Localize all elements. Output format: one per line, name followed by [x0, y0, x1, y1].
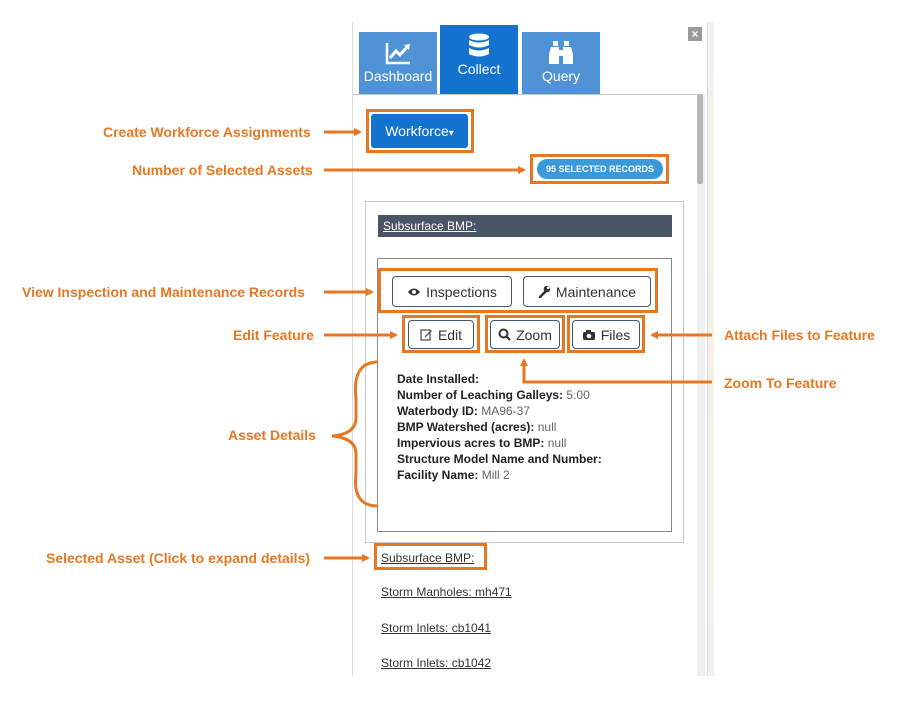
- eye-icon: [408, 288, 421, 295]
- wrench-icon: [538, 285, 551, 298]
- detail-facility-name: Facility Name: Mill 2: [397, 468, 510, 482]
- annotation-create-workforce: Create Workforce Assignments: [103, 124, 311, 140]
- asset-link-storm-manhole[interactable]: Storm Manholes: mh471: [381, 585, 512, 599]
- workforce-label: Workforce: [385, 123, 449, 139]
- tab-dashboard[interactable]: Dashboard: [359, 32, 437, 94]
- close-icon[interactable]: ×: [688, 27, 702, 41]
- detail-value: MA96-37: [481, 404, 530, 418]
- annotation-edit-feature: Edit Feature: [233, 327, 314, 343]
- highlight-zoom: [485, 315, 565, 353]
- tab-query[interactable]: Query: [522, 32, 600, 94]
- detail-label: Waterbody ID:: [397, 404, 478, 418]
- edit-button[interactable]: Edit: [408, 320, 474, 349]
- annotation-view-records: View Inspection and Maintenance Records: [22, 284, 305, 300]
- highlight-selected-asset: [374, 543, 487, 570]
- detail-bmp-watershed: BMP Watershed (acres): null: [397, 420, 556, 434]
- map-background: [706, 22, 714, 676]
- database-icon: [469, 33, 489, 57]
- detail-label: Facility Name:: [397, 468, 479, 482]
- annotation-attach-files: Attach Files to Feature: [724, 327, 875, 343]
- inspections-button[interactable]: Inspections: [392, 276, 512, 307]
- maintenance-button[interactable]: Maintenance: [523, 276, 651, 307]
- annotation-asset-details: Asset Details: [228, 427, 316, 443]
- scrollbar-thumb[interactable]: [697, 94, 703, 184]
- chevron-down-icon: ▾: [448, 128, 454, 139]
- edit-label: Edit: [437, 326, 463, 343]
- asset-link-storm-inlet-1041[interactable]: Storm Inlets: cb1041: [381, 621, 492, 635]
- detail-value: Mill 2: [481, 468, 510, 482]
- asset-link-subsurface-bmp[interactable]: Subsurface BMP:: [381, 551, 475, 565]
- tab-collect[interactable]: Collect: [440, 25, 518, 94]
- detail-label: Number of Leaching Galleys:: [397, 388, 564, 402]
- asset-link-storm-inlet-1042[interactable]: Storm Inlets: cb1042: [381, 656, 492, 670]
- detail-value: 5.00: [566, 388, 590, 402]
- edit-icon: [420, 329, 432, 341]
- detail-label: BMP Watershed (acres):: [397, 420, 535, 434]
- highlight-workforce: [366, 109, 474, 153]
- scrollbar-track[interactable]: [697, 94, 705, 676]
- inspections-label: Inspections: [426, 283, 497, 300]
- annotation-selected-asset: Selected Asset (Click to expand details): [46, 550, 311, 566]
- highlight-badge: [530, 154, 669, 184]
- detail-label: Structure Model Name and Number:: [397, 452, 602, 466]
- asset-details-box: [377, 258, 672, 532]
- asset-header-label: Subsurface BMP:: [383, 219, 477, 233]
- selected-records-badge: 95 SELECTED RECORDS: [537, 159, 663, 179]
- highlight-records: [378, 268, 658, 313]
- detail-label: Date Installed:: [397, 372, 480, 386]
- panel-divider: [353, 94, 697, 95]
- tab-label: Query: [541, 68, 581, 84]
- zoom-button[interactable]: Zoom: [490, 320, 560, 349]
- asset-card: [365, 201, 684, 543]
- maintenance-label: Maintenance: [555, 283, 637, 300]
- detail-waterbody-id: Waterbody ID: MA96-37: [397, 404, 530, 418]
- annotation-selected-assets: Number of Selected Assets: [132, 162, 313, 178]
- zoom-label: Zoom: [516, 326, 552, 343]
- files-button[interactable]: Files: [572, 320, 640, 349]
- camera-icon: [582, 329, 595, 340]
- workforce-button[interactable]: Workforce▾: [371, 114, 468, 148]
- highlight-files: [567, 315, 645, 353]
- files-label: Files: [600, 326, 631, 343]
- highlight-edit: [402, 315, 480, 353]
- detail-value: null: [537, 420, 557, 434]
- asset-header[interactable]: Subsurface BMP:: [378, 215, 672, 237]
- detail-label: Impervious acres to BMP:: [397, 436, 545, 450]
- detail-value: null: [547, 436, 567, 450]
- detail-structure-model: Structure Model Name and Number:: [397, 452, 602, 466]
- tab-label: Dashboard: [363, 68, 433, 84]
- detail-impervious-acres: Impervious acres to BMP: null: [397, 436, 566, 450]
- annotation-zoom-feature: Zoom To Feature: [724, 375, 837, 391]
- detail-leaching-galleys: Number of Leaching Galleys: 5.00: [397, 388, 590, 402]
- search-icon: [498, 328, 511, 341]
- detail-date-installed: Date Installed:: [397, 372, 479, 386]
- tab-label: Collect: [457, 61, 501, 77]
- line-chart-icon: [385, 43, 410, 65]
- binoculars-icon: [549, 41, 573, 64]
